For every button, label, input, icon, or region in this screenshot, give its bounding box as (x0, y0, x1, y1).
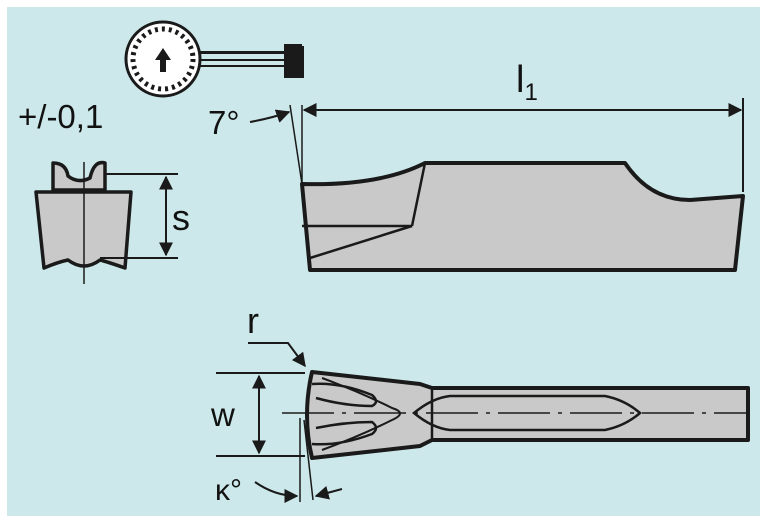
cross-section (34, 160, 133, 284)
kappa-angle-line (303, 419, 314, 501)
dial-indicator-icon (124, 20, 304, 98)
kappa-arrow-right (314, 485, 343, 500)
length-l1-label: l1 (516, 59, 538, 106)
top-view-insert (305, 370, 750, 460)
clearance-angle-line (289, 104, 303, 185)
side-view-insert (300, 161, 745, 272)
radius-leader (248, 342, 306, 368)
length-l1-main: l (516, 59, 524, 101)
width-w-label: w (210, 396, 235, 433)
kappa-label: κ° (215, 474, 242, 507)
tolerance-label: +/-0,1 (18, 98, 103, 135)
thickness-s-label: s (172, 197, 190, 238)
angle-arrow (249, 109, 291, 123)
kappa-arrow-left (254, 481, 299, 503)
angle-top-label: 7° (208, 104, 240, 141)
length-l1-subscript: 1 (524, 79, 537, 106)
radius-r-label: r (247, 300, 259, 341)
